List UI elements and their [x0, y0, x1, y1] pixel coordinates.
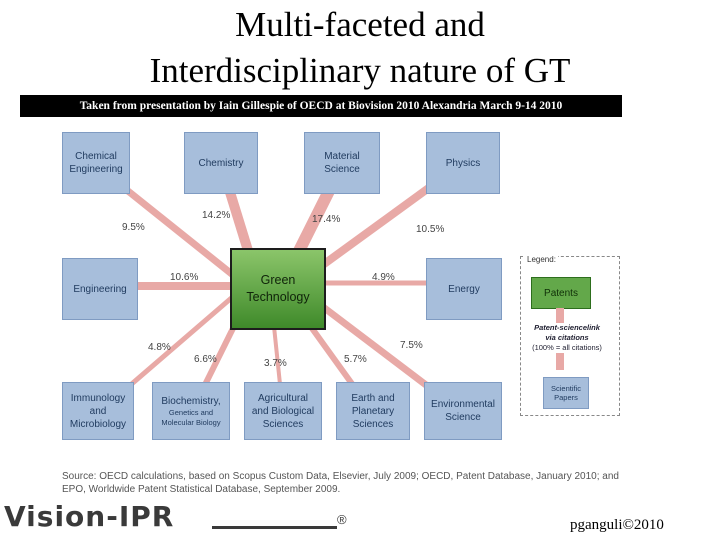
node-energy: Energy	[426, 258, 502, 320]
registered-mark: ®	[337, 512, 347, 527]
pct-biochemistry: 6.6%	[194, 354, 217, 365]
pct-agricultural: 3.7%	[264, 358, 287, 369]
pct-immunology: 4.8%	[148, 342, 171, 353]
legend: Legend: Patents Patent-sciencelink via c…	[520, 255, 620, 416]
pct-chemical-engineering: 9.5%	[122, 222, 145, 233]
source-banner: Taken from presentation by Iain Gillespi…	[20, 95, 622, 117]
pct-chemistry: 14.2%	[202, 210, 231, 221]
node-physics: Physics	[426, 132, 500, 194]
pct-physics: 10.5%	[416, 224, 445, 235]
author-credit: pganguli©2010	[570, 517, 664, 533]
pct-environmental: 7.5%	[400, 340, 423, 351]
pct-material-science: 17.4%	[312, 214, 341, 225]
legend-title: Legend:	[525, 255, 558, 264]
slide-title-line-2: Interdisciplinary nature of GT	[149, 51, 571, 90]
slide-title-line-1: Multi-faceted and	[235, 5, 485, 44]
source-note: Source: OECD calculations, based on Scop…	[62, 471, 619, 495]
legend-patents: Patents	[531, 277, 591, 309]
pct-earth-planetary: 5.7%	[344, 354, 367, 365]
node-engineering: Engineering	[62, 258, 138, 320]
legend-link-label: Patent-sciencelink via citations (100% =…	[525, 323, 609, 353]
node-chemistry: Chemistry	[184, 132, 258, 194]
logo-underline	[212, 526, 337, 529]
pct-energy: 4.9%	[372, 272, 395, 283]
pct-engineering: 10.6%	[170, 272, 199, 283]
vision-ipr-logo: Vision-IPR	[4, 500, 175, 533]
